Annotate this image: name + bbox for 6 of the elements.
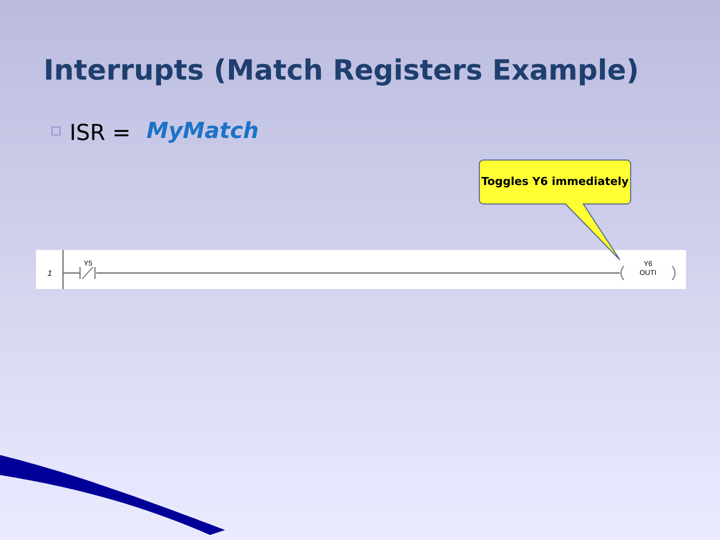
slide-title: Interrupts (Match Registers Example) [46, 58, 637, 86]
isr-name: MyMatch [147, 121, 258, 143]
callout-pointer [564, 203, 620, 260]
bullet-text: ISR = [72, 124, 128, 140]
rung-number: 1 [48, 270, 52, 276]
rung-line [96, 272, 620, 274]
